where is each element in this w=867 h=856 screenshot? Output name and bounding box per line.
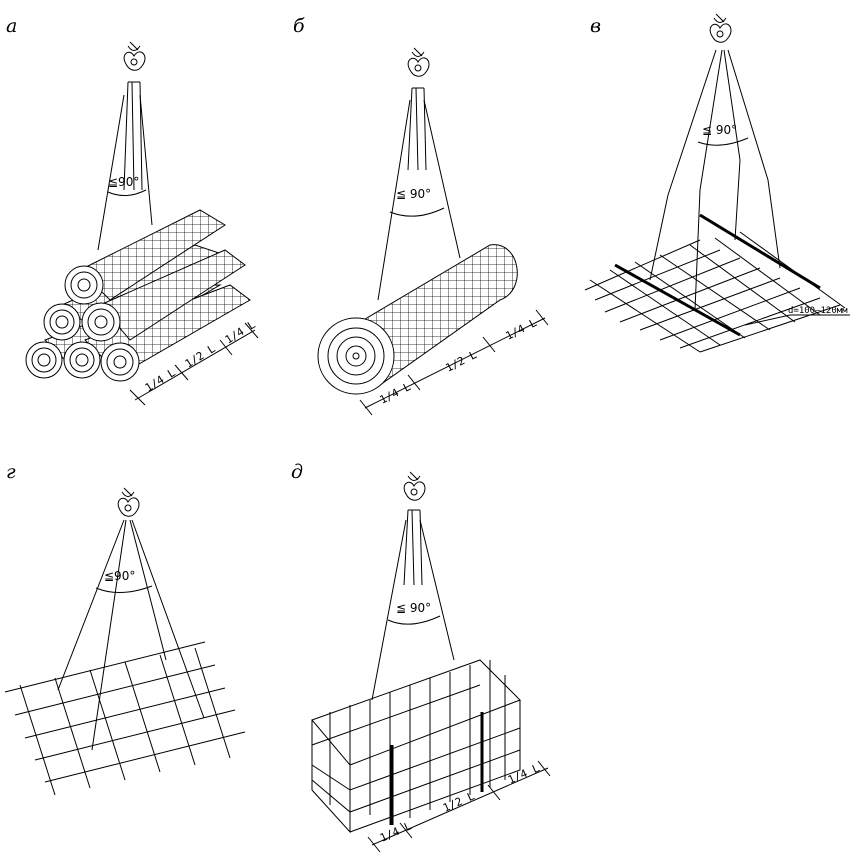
angle-arc (95, 585, 153, 593)
roll-end (43, 303, 81, 341)
mesh-roll (317, 244, 518, 395)
dim-quarter-1: 1/4 L (377, 380, 413, 407)
roll-end (63, 341, 101, 379)
roll-stack (25, 209, 251, 382)
dim-quarter-2: 1/4 L (503, 316, 539, 343)
lifting-pipe (614, 263, 741, 337)
roll-end (100, 342, 140, 382)
panel-g-letter: г (6, 461, 16, 483)
dim-half: 1/2 L (441, 789, 477, 814)
angle-label: ≦ 90° (396, 601, 431, 615)
dim-half: 1/2 L (183, 342, 218, 371)
sling-legs (97, 94, 153, 251)
panel-a-letter: а (6, 15, 17, 37)
rebar-grid (4, 641, 246, 796)
sling-loop (403, 509, 423, 586)
leader-line (744, 314, 850, 326)
panel-d: д ≦ 90° 1/4 L 1/2 L 1/4 L (291, 461, 551, 853)
sling-loop (407, 87, 427, 171)
dim-half: 1/2 L (443, 348, 479, 375)
crane-hook-icon (403, 471, 426, 501)
panel-b: б ≦ 90° 1/4 L 1/2 L 1/4 L (293, 15, 549, 416)
panel-b-letter: б (293, 15, 305, 37)
dim-quarter-2: 1/4 L (506, 761, 542, 786)
dim-quarter-1: 1/4 L (143, 366, 178, 395)
panel-a: а ≦90° 1/4 L 1/2 L 1/4 L (6, 15, 259, 406)
roll-end (81, 302, 121, 342)
panel-d-letter: д (291, 461, 303, 483)
panel-v-letter: в (590, 15, 601, 37)
roll-end (64, 265, 104, 305)
sling-legs (667, 49, 769, 196)
panel-g: г ≦90° (4, 461, 246, 796)
rigging-drops (649, 159, 781, 311)
crane-hook-icon (709, 13, 732, 43)
crane-hook-icon (117, 487, 140, 517)
angle-arc (697, 137, 749, 146)
angle-arc (389, 207, 445, 217)
rebar-cage (311, 659, 521, 834)
sling-legs (57, 519, 205, 751)
dimension-line: 1/4 L 1/2 L 1/4 L (367, 760, 551, 853)
angle-arc (387, 615, 441, 625)
rebar-grid (584, 231, 846, 353)
sling-legs (377, 99, 461, 301)
panel-v: в ≦ 90° d=100–120мм (584, 13, 850, 353)
crane-hook-icon (123, 41, 146, 71)
angle-arc (107, 189, 147, 196)
angle-label: ≦90° (104, 569, 135, 583)
pipe-note: d=100–120мм (788, 306, 848, 316)
angle-label: ≦90° (108, 175, 139, 189)
sling-legs (371, 519, 455, 701)
lifting-pipe (699, 213, 821, 290)
crane-hook-icon (407, 47, 430, 77)
sling-loop (123, 81, 143, 191)
angle-label: ≦ 90° (702, 123, 737, 137)
dim-quarter-1: 1/4 L (378, 819, 414, 844)
roll-end (25, 341, 63, 379)
angle-label: ≦ 90° (396, 187, 431, 201)
